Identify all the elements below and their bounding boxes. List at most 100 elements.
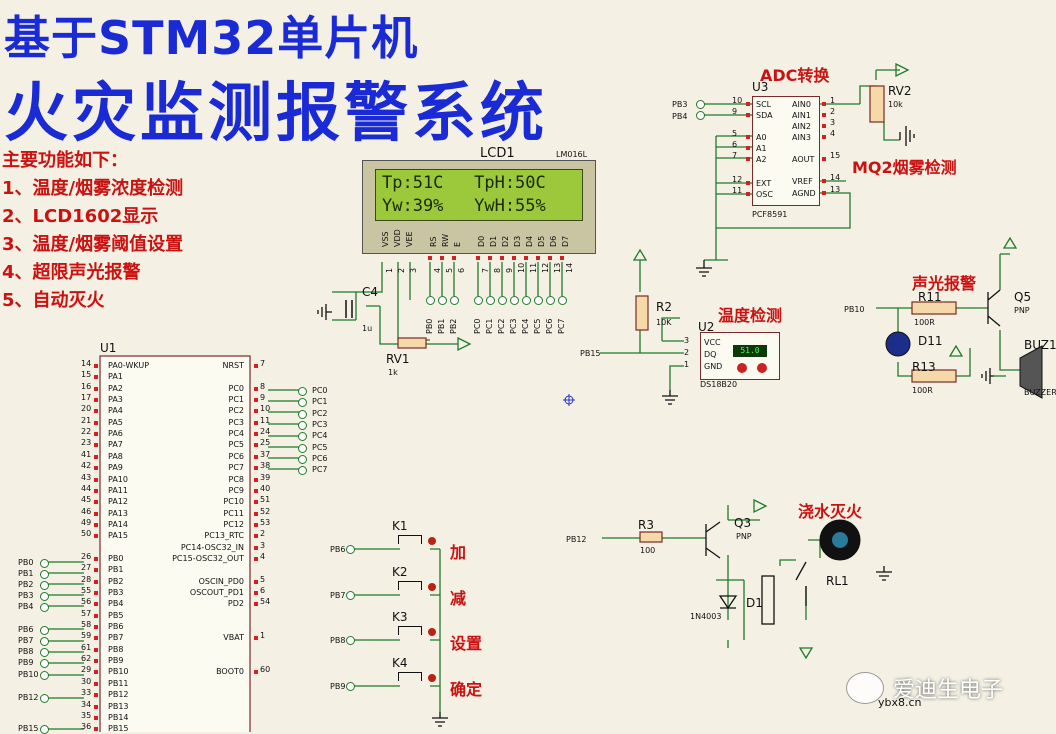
lcd-net-label: PC4 [521,318,530,335]
pushbutton-switch[interactable] [398,581,422,590]
mcu-right-pin: PC15-OSC32_OUT [172,553,244,563]
lcd-net-label: PC2 [497,318,506,335]
pb-net-label: PB2 [18,580,34,589]
lcd-net-label: PC1 [485,318,494,335]
r2-body [635,295,649,331]
mcu-left-pin-num: 29 [81,665,92,675]
mcu-left-pin-num: 62 [81,654,92,664]
net-pb10: PB10 [844,305,865,314]
buz1-ref: BUZ1 [1024,338,1056,352]
feature-item: 3、温度/烟雾阈值设置 [2,234,184,255]
mcu-left-pin: PB2 [108,576,124,586]
mcu-left-pin-num: 23 [81,438,92,448]
lcd-pin-label: D2 [501,235,510,247]
lcd-pin-label: VEE [405,231,414,247]
c4-value: 1u [362,324,373,333]
u2-pin: GND [704,362,723,371]
pushbutton-actuator[interactable] [428,537,436,545]
mcu-pin-pad [254,386,258,391]
adc-pin-pad [822,113,826,117]
u2-pin-num: 3 [684,336,690,345]
mcu-right-pin-num: 25 [260,438,271,448]
pushbutton-switch[interactable] [398,535,422,544]
mcu-right-pin-num: 1 [260,631,266,641]
ds18b20-down-button[interactable] [737,363,747,373]
adc-right-pin: VREF [792,177,813,186]
d1-part: 1N4003 [690,612,722,621]
key-net-label: PB8 [330,636,346,645]
mcu-left-pin-num: 20 [81,404,92,414]
mq2-label: MQ2烟雾检测 [852,158,957,177]
mcu-pin-pad [254,364,258,368]
d1-ref: D1 [746,596,763,610]
mcu-pin-pad [94,659,98,664]
pb-net-label: PB12 [18,693,39,702]
lcd-pin-label: D1 [489,235,498,247]
feature-item: 1、温度/烟雾浓度检测 [2,178,184,199]
mcu-right-pin: BOOT0 [216,667,244,677]
adc-pin-pad [746,113,750,117]
pushbutton-actuator[interactable] [428,674,436,682]
mcu-left-pin: PB0 [108,553,124,563]
lcd-ref: LCD1 [480,146,515,161]
mcu-left-pin: PA0-WKUP [108,361,150,370]
mcu-pin-pad [94,443,98,448]
lcd-net-terminal [450,296,459,305]
pushbutton-actuator[interactable] [428,583,436,591]
adc-left-pin: A1 [756,144,767,153]
pc-net-label: PC5 [312,442,328,452]
pb-net-label: PB1 [18,569,34,578]
mcu-left-pin-num: 56 [81,597,92,607]
pushbutton-switch[interactable] [398,626,422,635]
mcu-left-pin-num: 22 [81,427,92,437]
net-pb15: PB15 [580,349,601,358]
ds18b20-up-button[interactable] [757,363,767,373]
lcd-pin-pad [524,256,528,260]
r11-body [911,301,957,315]
adc-left-pin: EXT [756,179,772,188]
mcu-pin-pad [254,534,258,539]
pb-net-label: PB3 [18,591,34,600]
mcu-pin-pad [94,466,98,471]
lcd-pin-number: 3 [409,267,418,273]
ds18b20-chip: 51.0 [700,332,780,380]
pc-net-terminal [298,387,307,396]
adc-pin-pad [746,192,750,196]
feature-item: 2、LCD1602显示 [2,206,159,227]
lcd-pin-pad [536,256,540,260]
adc-heading: ADC转换 [760,66,830,85]
mcu-pin-pad [94,386,98,391]
adc-pin-pad [746,135,750,139]
mcu-left-pin-num: 30 [81,676,92,686]
adc-right-pin: AIN1 [792,111,811,120]
mcu-pin-pad [254,579,258,584]
pb-net-terminal [40,694,49,703]
pushbutton-actuator[interactable] [428,628,436,636]
features-heading: 主要功能如下： [2,150,128,171]
mcu-left-pin: PA7 [108,440,123,450]
pb-net-terminal [40,648,49,657]
pushbutton-switch[interactable] [398,672,422,681]
mcu-left-pin-num: 36 [81,722,92,732]
mcu-pin-pad [254,454,258,459]
mcu-pin-pad [94,454,98,459]
u1-ref: U1 [100,341,117,355]
mcu-left-pin: PB12 [108,690,129,700]
key-ref: K4 [392,656,408,670]
mcu-pin-pad [94,432,98,437]
d11-ref: D11 [918,334,943,348]
lcd-pin-pad [560,256,564,260]
adc-right-pin-num: 3 [830,118,836,127]
lcd-pin-number: 13 [553,262,562,273]
mcu-left-pin-num: 49 [81,517,92,527]
mcu-pin-pad [94,613,98,618]
lcd-net-terminal [498,296,507,305]
lcd-pin-label: RS [429,236,438,247]
pb-net-label: PB4 [18,602,34,611]
mcu-left-pin: PB15 [108,724,129,734]
lcd-pin-number: 7 [481,267,490,273]
mcu-pin-pad [94,727,98,732]
mcu-right-pin: PC9 [228,485,245,495]
pc-net-terminal [298,398,307,408]
